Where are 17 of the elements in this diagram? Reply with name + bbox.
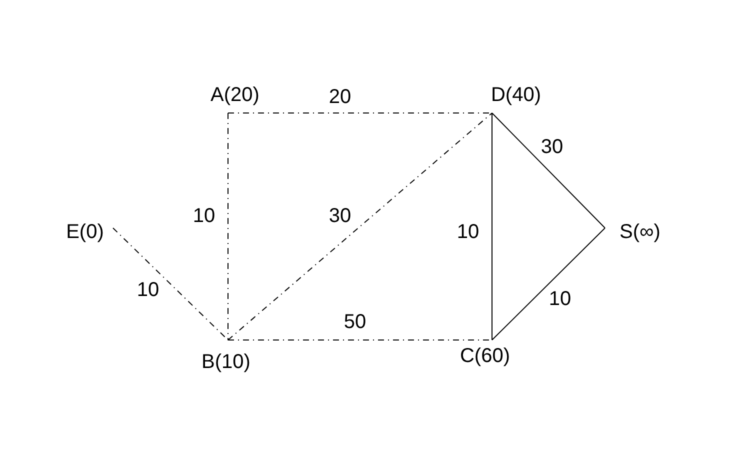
vertex-label: E(0)	[58, 221, 112, 243]
edge-label: 10	[456, 221, 480, 243]
connector-line	[492, 112, 606, 228]
edge-label: 10	[192, 205, 216, 227]
vertex-label: A(20)	[205, 84, 265, 106]
edge-label: 50	[344, 311, 366, 333]
connector-line	[492, 228, 606, 340]
edge-label: 10	[548, 288, 572, 310]
vertex-label: C(60)	[455, 345, 515, 367]
edge-label: 30	[540, 136, 564, 158]
vertex-label: D(40)	[486, 84, 546, 106]
vertex-label: B(10)	[196, 351, 256, 373]
edge-label: 20	[328, 86, 352, 108]
vertex-label: S(∞)	[612, 221, 668, 243]
edge-label: 30	[328, 205, 352, 227]
edge-label: 10	[136, 279, 160, 301]
connector-line	[228, 112, 492, 340]
